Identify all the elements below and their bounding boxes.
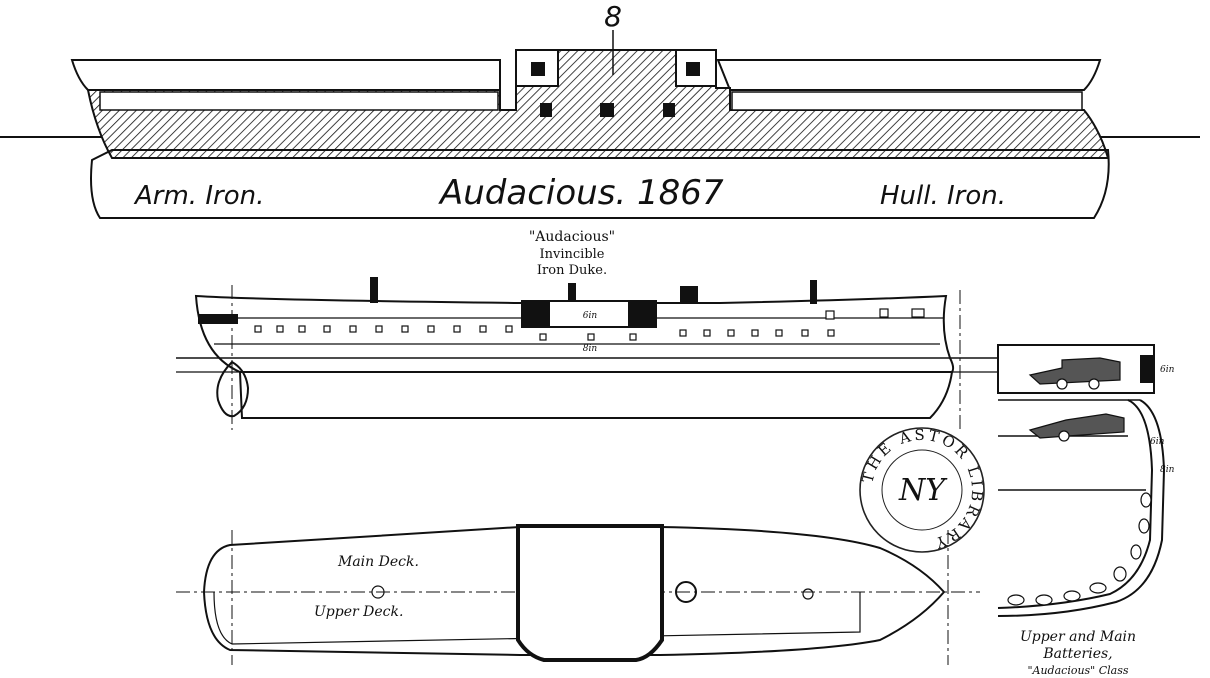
profile-caption: "Audacious" Invincible Iron Duke. <box>529 229 615 278</box>
ram-bow <box>216 360 250 418</box>
battery-plan <box>516 524 664 662</box>
side-profile: 6in 8in <box>176 277 1000 430</box>
section-caption-3: "Audacious" Class <box>1027 664 1128 677</box>
lower-hull <box>90 149 1110 219</box>
upper-battery-label: 6in <box>583 311 598 321</box>
section-low-label: 8in <box>1160 465 1175 475</box>
deck-plan: Main Deck. Upper Deck. <box>176 524 980 665</box>
upper-deck-outline <box>202 526 946 656</box>
library-stamp: THE ASTOR LIBRARY NY <box>858 426 985 553</box>
battery-cross-section: 6in 6in 8in Upper and Main Batteries, "A… <box>997 344 1175 677</box>
funnel-mid <box>568 283 576 303</box>
main-gun <box>1028 413 1125 439</box>
hull-material-label: Hull. Iron. <box>880 181 1006 211</box>
ship-title: Audacious. 1867 <box>438 173 724 213</box>
lower-hull-profile <box>238 371 954 419</box>
upper-band-right <box>716 59 1102 91</box>
section-upper-label: 6in <box>1160 365 1175 375</box>
main-deck-label: Main Deck. <box>337 554 419 570</box>
funnel-aft <box>810 280 817 304</box>
upper-gun <box>1028 357 1121 385</box>
section-caption-1: Upper and Main <box>1020 629 1136 645</box>
section-caption-2: Batteries, <box>1042 646 1112 662</box>
caption-sister-2: Iron Duke. <box>537 263 607 278</box>
main-battery-label: 8in <box>583 344 598 354</box>
section-marker: 8 <box>604 0 622 33</box>
upper-deck-label: Upper Deck. <box>314 604 403 620</box>
caption-ship-name: "Audacious" <box>529 229 615 245</box>
armor-material-label: Arm. Iron. <box>133 181 264 211</box>
funnel-fore <box>370 277 378 303</box>
caption-sister-1: Invincible <box>540 247 605 262</box>
armor-elevation: 8 Arm. Iron. Audacious. 1867 Hull. Iron. <box>0 0 1200 219</box>
upper-band-left <box>70 59 501 91</box>
section-mid-label: 6in <box>1150 437 1165 447</box>
stamp-monogram: NY <box>898 473 948 508</box>
funnel-main <box>680 286 698 304</box>
